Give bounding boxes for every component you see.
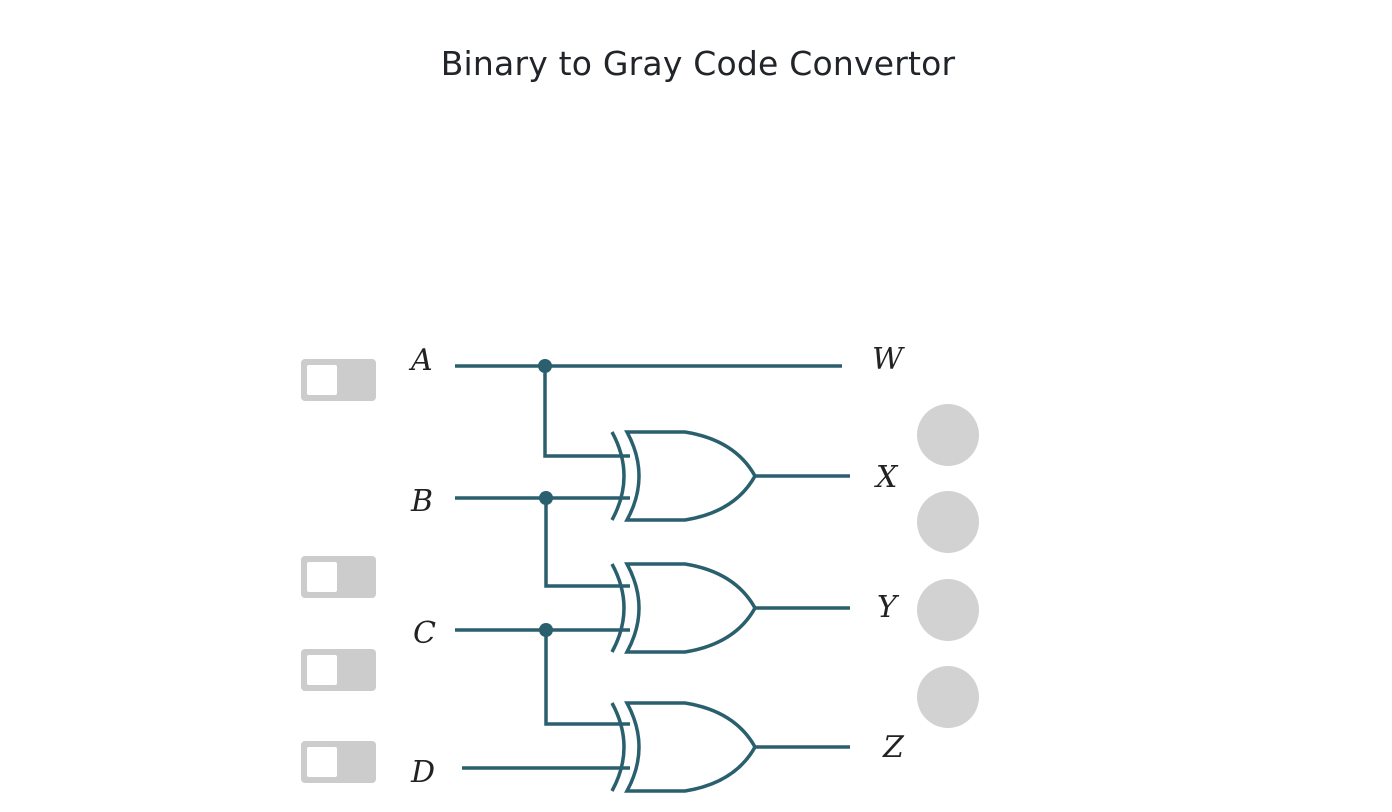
- xor-gate-icon: [610, 430, 850, 522]
- input-toggle-c[interactable]: [301, 649, 376, 691]
- page-title: Binary to Gray Code Convertor: [440, 44, 956, 84]
- wire-c-branch: [544, 630, 630, 726]
- input-label-d: D: [410, 755, 435, 790]
- output-label-y: Y: [877, 590, 900, 625]
- toggle-knob: [307, 655, 337, 685]
- input-label-b: B: [410, 484, 433, 519]
- input-toggle-a[interactable]: [301, 359, 376, 401]
- output-label-z: Z: [882, 730, 905, 765]
- toggle-knob: [307, 562, 337, 592]
- input-toggle-b[interactable]: [301, 556, 376, 598]
- output-led-3: [917, 579, 979, 641]
- junction-dot-icon: [539, 623, 553, 637]
- input-label-a: A: [408, 343, 433, 378]
- output-label-x: X: [874, 460, 899, 495]
- output-label-w: W: [872, 342, 905, 377]
- wire-a-branch: [543, 366, 630, 458]
- output-led-1: [917, 404, 979, 466]
- toggle-knob: [307, 365, 337, 395]
- output-led-4: [917, 666, 979, 728]
- output-led-2: [917, 491, 979, 553]
- junction-dot-icon: [538, 359, 552, 373]
- wire-b-branch: [544, 498, 630, 588]
- input-label-c: C: [413, 616, 436, 651]
- xor-gate-icon: [610, 701, 850, 793]
- junction-dot-icon: [539, 491, 553, 505]
- input-toggle-d[interactable]: [301, 741, 376, 783]
- xor-gate-icon: [610, 562, 850, 654]
- toggle-knob: [307, 747, 337, 777]
